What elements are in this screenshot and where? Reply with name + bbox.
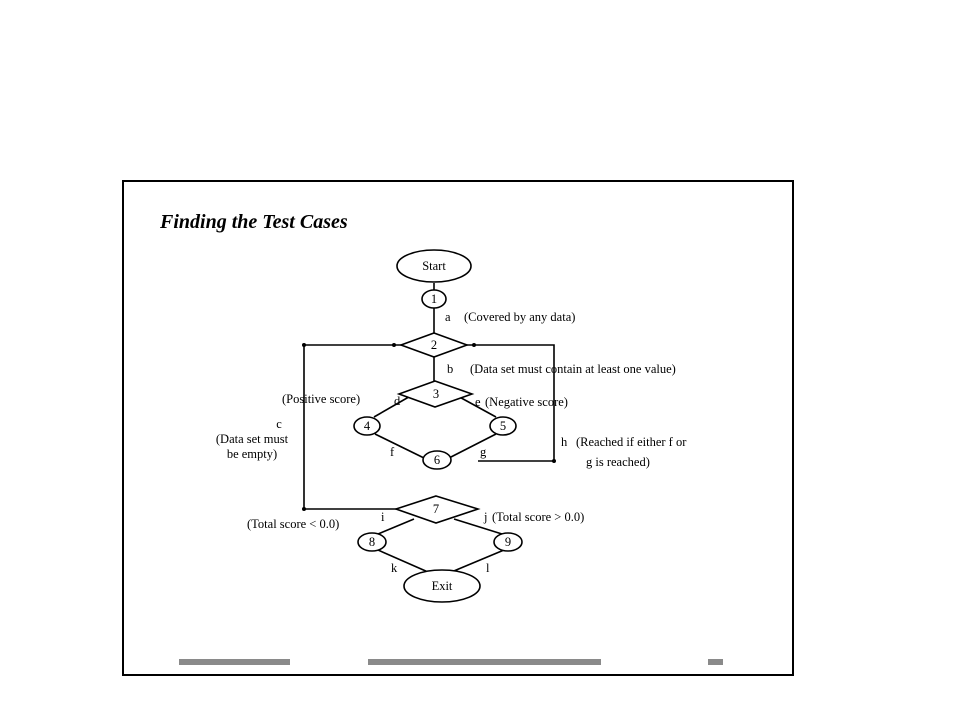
edge-label-a: a — [445, 310, 451, 324]
edge-label-h: h — [561, 435, 568, 449]
decision-node-2 — [398, 332, 470, 358]
edge-note-b: (Data set must contain at least one valu… — [470, 362, 676, 376]
edge-label-d: d — [394, 394, 401, 408]
node-9-label: 9 — [505, 535, 511, 549]
node-3-label: 3 — [433, 387, 439, 401]
edge-note-j: (Total score > 0.0) — [492, 510, 584, 524]
edge-note-d: (Positive score) — [282, 392, 360, 406]
edge-k — [377, 549, 429, 573]
node-9 — [493, 532, 523, 552]
edge-label-e: e — [475, 395, 481, 409]
edge-label-l: l — [486, 561, 490, 575]
joint-dot — [472, 343, 476, 347]
slide: Finding the Test Cases Start 1 2 3 — [122, 180, 794, 676]
edge-h — [465, 344, 555, 462]
edge-f — [374, 433, 425, 459]
joint-dot — [302, 343, 306, 347]
start-node — [396, 249, 472, 283]
edge-j — [453, 518, 503, 535]
edge-l — [448, 549, 505, 574]
edge-label-k: k — [391, 561, 398, 575]
node-2-label: 2 — [431, 338, 437, 352]
edge-note-c-line1: (Data set must — [216, 432, 289, 446]
joint-dot — [392, 343, 396, 347]
node-5-label: 5 — [500, 419, 506, 433]
node-8 — [357, 532, 387, 552]
node-7-label: 7 — [433, 502, 439, 516]
edge-i — [377, 518, 415, 535]
edge-note-c-line2: be empty) — [227, 447, 277, 461]
node-1 — [421, 289, 447, 309]
node-6-label: 6 — [434, 453, 440, 467]
edge-note-a: (Covered by any data) — [464, 310, 575, 324]
joint-dot — [302, 507, 306, 511]
decision-node-7 — [393, 495, 481, 524]
node-1-label: 1 — [431, 292, 437, 306]
edge-note-i: (Total score < 0.0) — [247, 517, 339, 531]
start-node-label: Start — [422, 259, 446, 273]
edge-c — [303, 344, 414, 510]
edge-g — [448, 433, 497, 459]
edge-label-f: f — [390, 445, 395, 459]
decision-node-3 — [396, 380, 475, 408]
edge-label-c: c — [276, 417, 282, 431]
edge-label-j: j — [483, 510, 487, 524]
node-4-label: 4 — [364, 419, 371, 433]
edge-label-g: g — [480, 445, 487, 459]
edge-label-i: i — [381, 510, 385, 524]
slide-title: Finding the Test Cases — [159, 211, 348, 233]
edge-note-e: (Negative score) — [485, 395, 568, 409]
node-6 — [422, 450, 452, 470]
joint-dot — [552, 459, 556, 463]
edge-note-h-line2: g is reached) — [586, 455, 650, 469]
exit-node — [403, 569, 481, 603]
footer-bar-left — [179, 659, 290, 665]
footer-bar-center — [368, 659, 601, 665]
flowchart-diagram: Finding the Test Cases Start 1 2 3 — [159, 211, 723, 665]
edge-label-b: b — [447, 362, 453, 376]
node-5 — [489, 416, 517, 436]
edge-note-h-line1: (Reached if either f or — [576, 435, 687, 449]
node-4 — [353, 416, 381, 436]
node-8-label: 8 — [369, 535, 375, 549]
exit-node-label: Exit — [432, 579, 453, 593]
footer-bar-right — [708, 659, 723, 665]
